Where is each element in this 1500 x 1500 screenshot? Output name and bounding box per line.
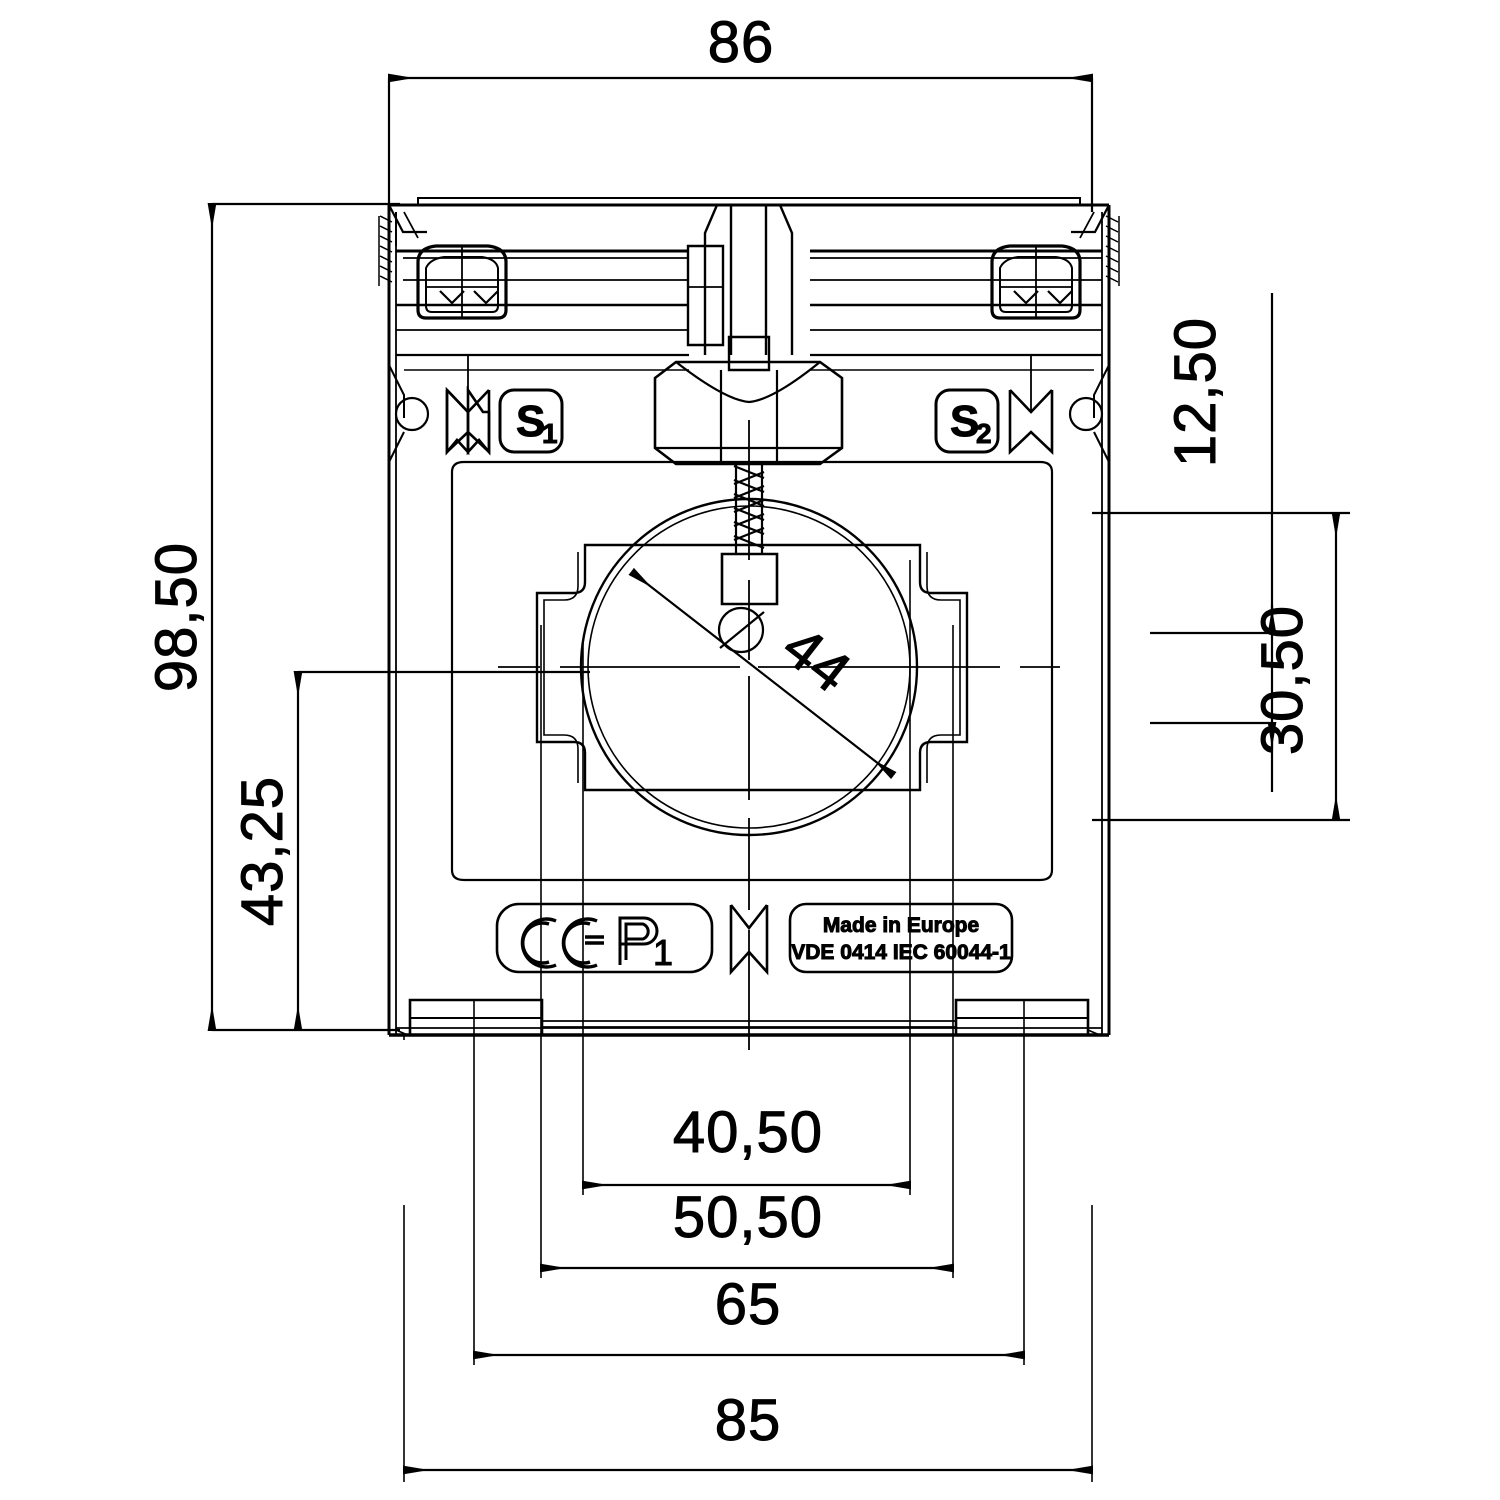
dimension-50-50-label: 50,50	[673, 1185, 823, 1250]
dimension-40-50: 40,50	[582, 560, 911, 1195]
dimension-85: 85	[403, 1205, 1093, 1482]
mounting-foot-right	[954, 998, 1103, 1037]
diameter-callout: 44	[628, 567, 897, 780]
dimension-65-label: 65	[715, 1272, 782, 1337]
dimension-98-50: 98,50	[144, 202, 400, 1032]
dimension-65: 65	[473, 1035, 1025, 1365]
s2-letter: S	[950, 397, 979, 446]
terminal-screw-s1	[416, 244, 508, 320]
terminal-screw-s2	[990, 244, 1082, 320]
transformer-body: 44 S 1 S 2	[378, 197, 1120, 1050]
dimension-40-50-label: 40,50	[673, 1100, 823, 1165]
dimension-12-50-label: 12,50	[1163, 317, 1228, 467]
clamp-nut	[653, 360, 844, 466]
dimension-98-50-label: 98,50	[144, 542, 209, 692]
rating-line-1: Made in Europe	[823, 914, 979, 937]
s1-letter: S	[516, 397, 545, 446]
dimension-30-50-label: 30,50	[1250, 605, 1315, 755]
s2-subscript: 2	[976, 418, 992, 449]
marker-s1: S 1	[445, 355, 564, 456]
ce-label-plate: 1	[495, 902, 714, 974]
p1-subscript: 1	[653, 932, 673, 973]
rating-plate: Made in Europe VDE 0414 IEC 60044-1	[788, 902, 1014, 974]
ce-mark-icon	[520, 917, 604, 969]
dimension-85-label: 85	[715, 1388, 782, 1453]
mounting-foot-left	[395, 998, 544, 1037]
rating-line-2: VDE 0414 IEC 60044-1	[791, 941, 1011, 964]
marker-s2: S 2	[934, 355, 1054, 456]
marker-p1-arrow	[729, 904, 769, 976]
dimension-86: 86	[387, 10, 1094, 212]
s1-subscript: 1	[542, 418, 558, 449]
dimension-50-50: 50,50	[540, 625, 954, 1278]
dimension-30-50: 30,50	[1092, 511, 1350, 822]
p1-mark	[618, 916, 659, 965]
dimension-86-label: 86	[708, 10, 775, 75]
dimension-43-25-label: 43,25	[230, 776, 295, 926]
